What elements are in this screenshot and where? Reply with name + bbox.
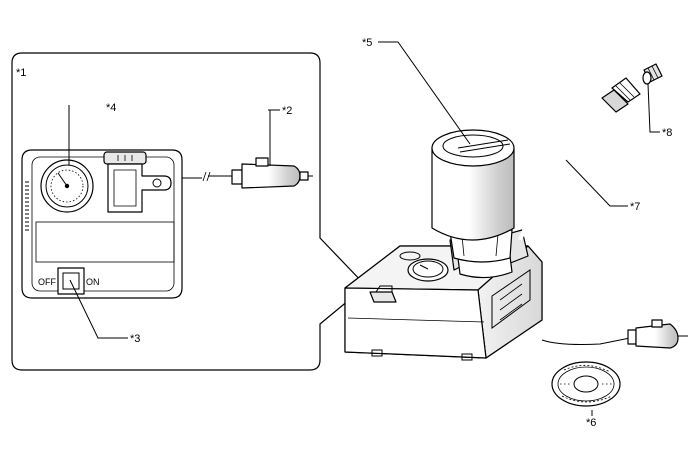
callout-8: *8 [662, 127, 672, 139]
callout-5: *5 [362, 37, 372, 49]
switch-off-label: OFF [38, 277, 56, 287]
callout-2: *2 [282, 105, 292, 117]
callout-7: *7 [630, 201, 640, 213]
leader-lines [68, 41, 660, 416]
compressor-front-panel: OFF ON [21, 149, 183, 299]
warning-sticker-icon [551, 361, 621, 407]
compressor-base [344, 245, 543, 361]
air-hose [518, 77, 641, 241]
callout-6: *6 [586, 417, 596, 429]
hose-holder-icon [103, 151, 172, 213]
panel-ribs [25, 181, 29, 231]
callout-3: *3 [130, 333, 140, 345]
power-plug-detail [182, 157, 313, 189]
valve-adapter-icon [642, 63, 663, 85]
pressure-gauge-icon [40, 159, 94, 213]
sealant-bottle [431, 129, 529, 279]
callout-1: *1 [16, 67, 26, 79]
switch-on-label: ON [86, 277, 100, 287]
callout-4: *4 [106, 102, 116, 114]
power-cord-main [541, 319, 688, 349]
